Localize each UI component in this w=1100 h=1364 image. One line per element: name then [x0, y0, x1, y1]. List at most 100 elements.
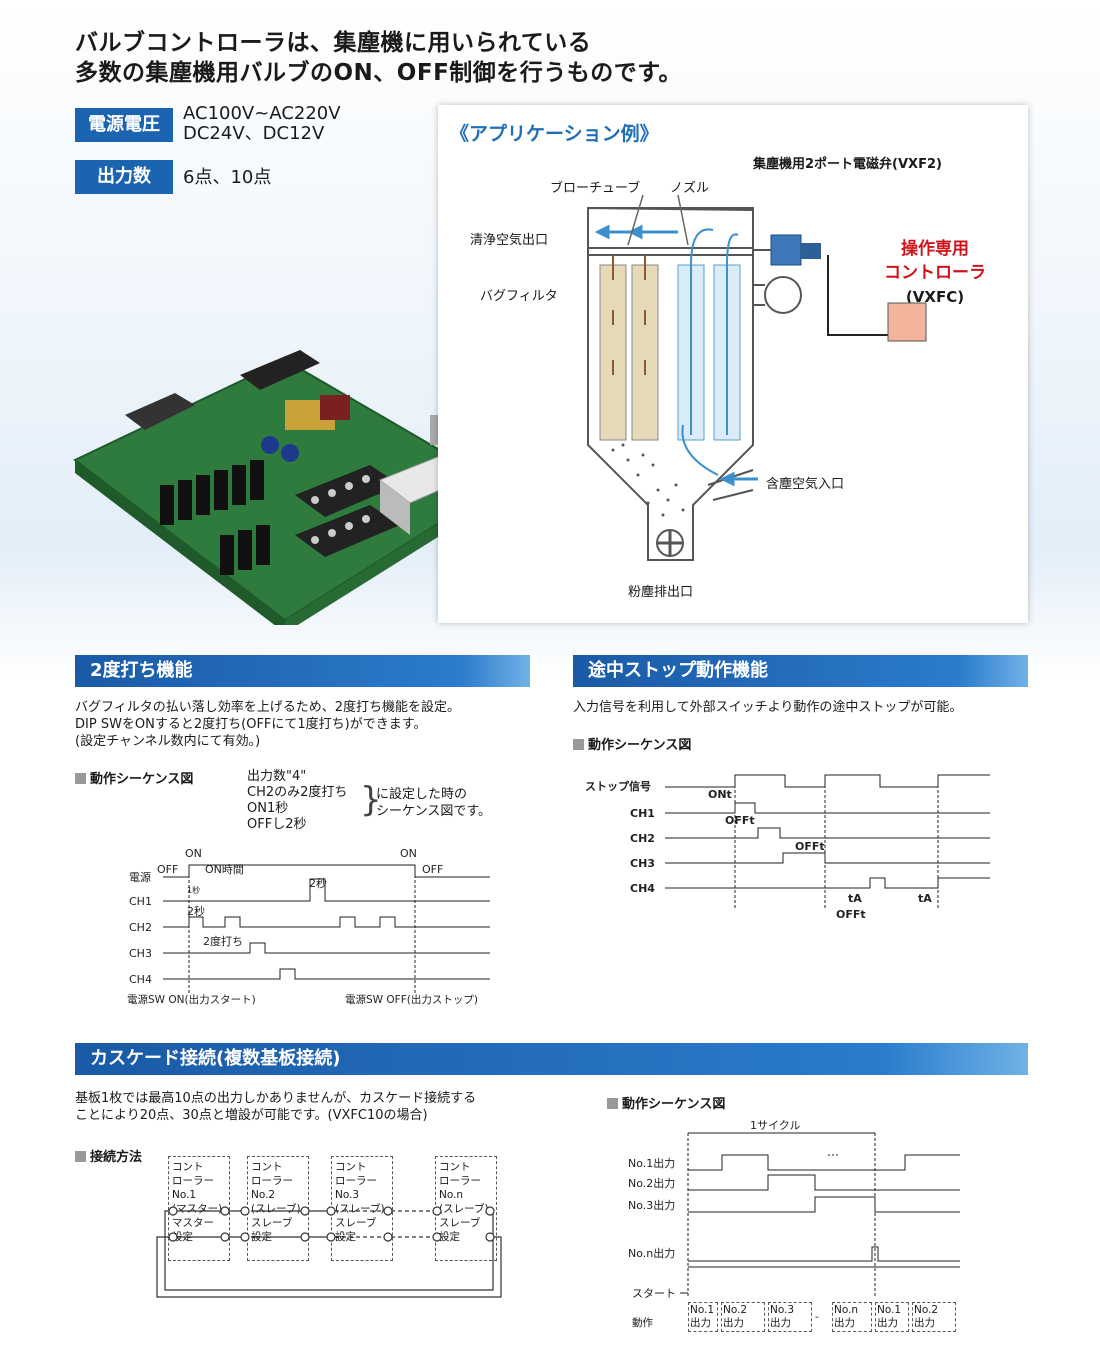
- offt-label-b: OFFt: [795, 840, 825, 853]
- ch4-label: CH4: [129, 973, 152, 986]
- blow-tube-label: ブローチューブ: [550, 181, 641, 196]
- ms-ch1-label: CH1: [630, 807, 655, 820]
- op-gap: -: [815, 1311, 819, 1323]
- op-cell-a: No.2: [914, 1304, 939, 1316]
- brace-icon: }: [360, 780, 382, 820]
- cascade-heading: カスケード接続(複数基板接続): [75, 1043, 1028, 1075]
- ms-ch3-label: CH3: [630, 857, 655, 870]
- double-shot-text2: DIP SWをONすると2度打ち(OFFにて1度打ち)ができます。: [75, 717, 427, 732]
- sec2-label-b: 2秒: [309, 876, 327, 890]
- application-title: 《アプリケーション例》: [450, 123, 659, 145]
- voltage-value: AC100V~AC220V DC24V、DC12V: [183, 104, 341, 144]
- nozzle-label: ノズル: [670, 181, 710, 196]
- op-cell: No.2 出力: [721, 1302, 765, 1332]
- op-cell-a: No.1: [877, 1304, 902, 1316]
- on-time-label: ON時間: [205, 863, 244, 876]
- cascade-text: 基板1枚では最高10点の出力しかありませんが、カスケード接続する ことにより20…: [75, 1090, 476, 1124]
- board-2-l4: スレーブ: [251, 1217, 293, 1229]
- cond4: OFFし2秒: [247, 817, 307, 832]
- board-1-l4: マスター: [172, 1217, 214, 1229]
- op-cells: No.1 出力 No.2 出力 No.3 出力 - No.n 出力 No.1 出…: [688, 1302, 956, 1332]
- board-3-l2: ローラーNo.3: [335, 1175, 377, 1201]
- cond-note: に設定した時の シーケンス図です。: [376, 786, 491, 820]
- controller-line2: コントローラ: [884, 263, 986, 283]
- op-cell: No.1 出力: [688, 1302, 718, 1332]
- cond2: CH2のみ2度打ち: [247, 785, 348, 800]
- stop-signal-label: ストップ信号: [585, 779, 651, 793]
- op-cell-a: No.n: [834, 1304, 859, 1316]
- board-3-l3: (スレーブ): [335, 1203, 385, 1215]
- ch3-label: CH3: [129, 947, 152, 960]
- mid-stop-sequence-chart: ストップ信号 CH1 CH2 CH3 CH4 ONt OFFt OFFt OFF…: [585, 774, 990, 921]
- ms-ch4-label: CH4: [630, 882, 655, 895]
- sw-off-label: 電源SW OFF(出力ストップ): [345, 993, 478, 1006]
- sw-on-label: 電源SW ON(出力スタート): [127, 993, 256, 1006]
- on1: ON: [185, 847, 202, 860]
- voltage-tag: 電源電圧: [75, 108, 173, 142]
- clean-air-label: 清浄空気出口: [470, 233, 549, 248]
- row-start: スタート: [632, 1287, 676, 1300]
- mid-stop-heading: 途中ストップ動作機能: [573, 655, 1028, 687]
- double-shot-text3: (設定チャンネル数内にて有効。): [75, 734, 261, 749]
- board-3: コント ローラーNo.3 (スレーブ) スレーブ 設定: [331, 1156, 393, 1261]
- outputs-value: 6点、10点: [183, 167, 272, 188]
- double-shot-conditions: 出力数"4" CH2のみ2度打ち ON1秒 OFFし2秒: [247, 769, 347, 833]
- board-n-l4: スレーブ: [439, 1217, 481, 1229]
- op-cell-a: No.3: [770, 1304, 795, 1316]
- cascade-sequence-chart: 1サイクル No.1出力 No.2出力 No.3出力 No.n出力 スタート: [628, 1119, 960, 1300]
- double-shot-heading: 2度打ち機能: [75, 655, 530, 687]
- offt-label-a: OFFt: [725, 814, 755, 827]
- op-cell-b: 出力: [723, 1317, 744, 1329]
- controller-label: 操作専用 コントローラ (VXFC): [884, 237, 986, 309]
- op-cell: No.1 出力: [875, 1302, 909, 1332]
- op-cell: No.2 出力: [912, 1302, 956, 1332]
- board-n-l2: ローラーNo.n: [439, 1175, 481, 1201]
- double-shot-seq-label: 動作シーケンス図: [75, 768, 193, 787]
- off2: OFF: [422, 863, 443, 876]
- board-1-l2: ローラーNo.1: [172, 1175, 214, 1201]
- op-cell-b: 出力: [834, 1317, 855, 1329]
- row-no1: No.1出力: [628, 1156, 675, 1170]
- mid-stop-seq-label: 動作シーケンス図: [573, 734, 691, 753]
- cond1: 出力数"4": [247, 769, 307, 784]
- board-n-l1: コント: [439, 1161, 471, 1173]
- mid-stop-text: 入力信号を利用して外部スイッチより動作の途中ストップが可能。: [573, 700, 963, 715]
- bag-filter-group: [599, 264, 741, 441]
- board-3-l4: スレーブ: [335, 1217, 377, 1229]
- ta-label-a: tA: [848, 892, 862, 905]
- board-2-l2: ローラーNo.2: [251, 1175, 293, 1201]
- op-cell-a: No.2: [723, 1304, 748, 1316]
- dust-outlet-label: 粉塵排出口: [628, 585, 694, 600]
- op-label: 動作: [632, 1317, 653, 1329]
- double-label: 2度打ち: [203, 934, 243, 948]
- double-shot-text: バグフィルタの払い落し効率を上げるため、2度打ち機能を設定。 DIP SWをON…: [75, 699, 460, 750]
- ont-label: ONt: [708, 788, 732, 801]
- outputs-tag: 出力数: [75, 160, 173, 194]
- cycle-label: 1サイクル: [750, 1119, 800, 1132]
- dust-inlet-label: 含塵空気入口: [766, 477, 845, 492]
- op-cell-a: No.1: [690, 1304, 715, 1316]
- board-1-l3: (マスター): [172, 1203, 223, 1215]
- board-1: コント ローラーNo.1 (マスター) マスター 設定: [168, 1156, 230, 1261]
- row-no2: No.2出力: [628, 1176, 675, 1190]
- voltage-line2: DC24V、DC12V: [183, 123, 325, 144]
- sec1-label: 1秒: [187, 885, 200, 895]
- voltage-line1: AC100V~AC220V: [183, 103, 341, 124]
- double-shot-sequence-chart: ON ON OFF OFF 電源 ON時間 CH1 CH2 CH3 CH4 2度…: [127, 847, 490, 1006]
- bag-filter-label: バグフィルタ: [480, 289, 558, 304]
- valve-label: 集塵機用2ポート電磁弁(VXF2): [753, 157, 942, 172]
- board-2-l1: コント: [251, 1161, 283, 1173]
- headline-line1: バルブコントローラは、集塵機に用いられている: [75, 30, 592, 56]
- row-non: No.n出力: [628, 1246, 675, 1260]
- sec2-label-a: 2秒: [187, 904, 205, 918]
- double-shot-text1: バグフィルタの払い落し効率を上げるため、2度打ち機能を設定。: [75, 700, 461, 715]
- headline-line2: 多数の集塵機用バルブのON、OFF制御を行うものです。: [75, 60, 682, 86]
- board-2-l3: (スレーブ): [251, 1203, 301, 1215]
- controller-board-image: [73, 350, 502, 625]
- cascade-text1: 基板1枚では最高10点の出力しかありませんが、カスケード接続する: [75, 1091, 477, 1106]
- headline: バルブコントローラは、集塵機に用いられている 多数の集塵機用バルブのON、OFF…: [75, 28, 682, 88]
- board-1-l1: コント: [172, 1161, 204, 1173]
- board-n-l5: 設定: [439, 1231, 460, 1243]
- op-cell-b: 出力: [690, 1317, 711, 1329]
- ch1-label: CH1: [129, 895, 152, 908]
